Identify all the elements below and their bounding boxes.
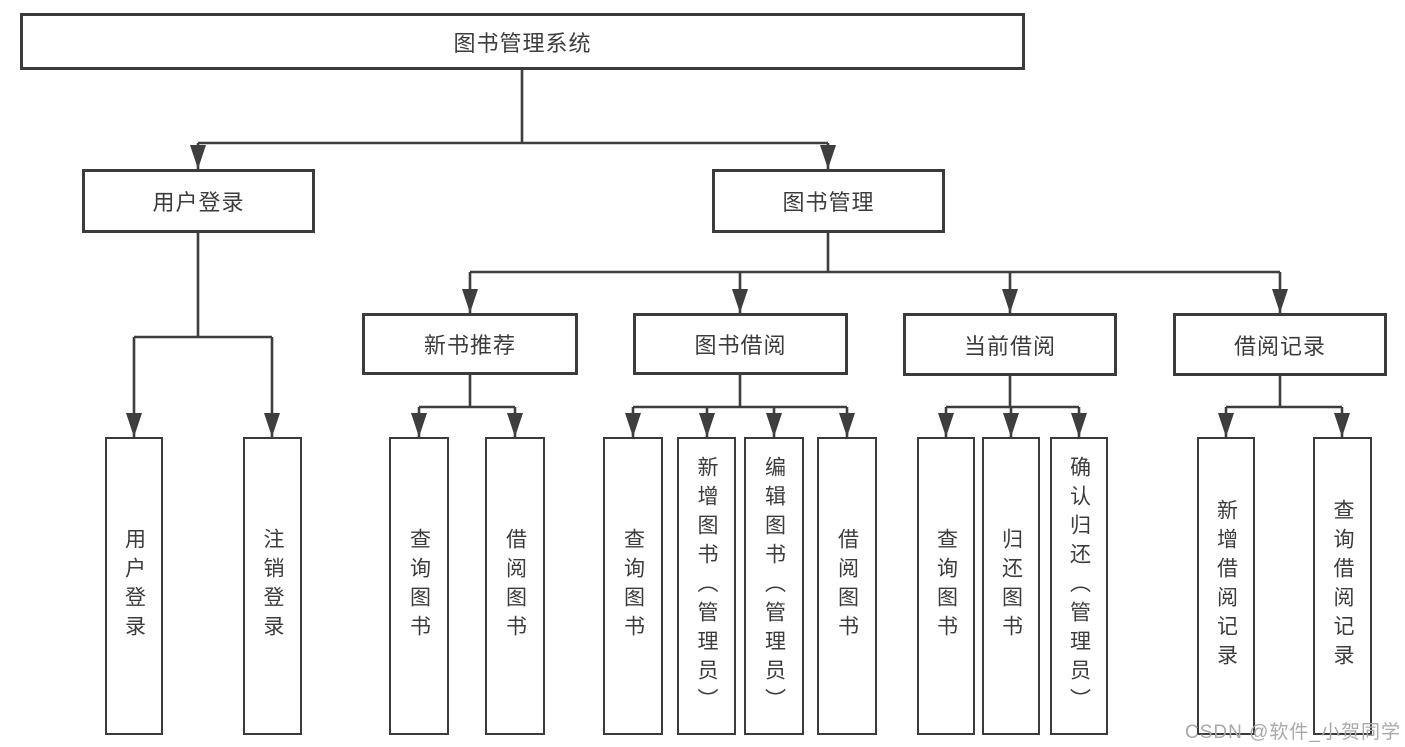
connector-records-to-leaves	[1224, 376, 1344, 437]
node-book-borrowing: 图书借阅	[633, 313, 848, 375]
connector-user-login-to-leaves	[132, 233, 274, 437]
csdn-watermark: CSDN @软件_小贺同学	[1185, 722, 1401, 743]
leaf-search-books-current: 查询图书	[917, 437, 975, 735]
leaf-search-books-borrowing: 查询图书	[603, 437, 663, 735]
node-current-borrowing: 当前借阅	[903, 313, 1117, 376]
leaf-add-borrow-record: 新增借阅记录	[1197, 437, 1255, 735]
leaf-borrow-books-borrowing: 借阅图书	[817, 437, 877, 735]
leaf-confirm-return-admin: 确认归还（管理员）	[1050, 437, 1108, 735]
node-new-book-recommendation: 新书推荐	[362, 313, 578, 375]
connector-book-management-to-level3	[468, 233, 1282, 313]
node-borrowing-records: 借阅记录	[1173, 313, 1387, 376]
leaf-add-books-admin: 新增图书（管理员）	[677, 437, 736, 735]
leaf-user-login: 用户登录	[105, 437, 163, 735]
node-library-management-system: 图书管理系统	[20, 13, 1025, 70]
node-user-login: 用户登录	[82, 169, 315, 233]
leaf-borrow-books-recommend: 借阅图书	[485, 437, 545, 735]
connector-root-to-level2	[196, 70, 830, 169]
leaf-return-books: 归还图书	[982, 437, 1040, 735]
leaf-edit-books-admin: 编辑图书（管理员）	[744, 437, 804, 735]
arrowheads	[126, 145, 1350, 437]
connector-new-book-to-leaves	[417, 375, 517, 437]
connector-book-borrow-to-leaves	[631, 375, 849, 437]
leaf-search-borrow-record: 查询借阅记录	[1313, 437, 1372, 735]
leaf-logout: 注销登录	[243, 437, 302, 735]
leaf-search-books-recommend: 查询图书	[389, 437, 449, 735]
node-book-management: 图书管理	[712, 169, 945, 233]
